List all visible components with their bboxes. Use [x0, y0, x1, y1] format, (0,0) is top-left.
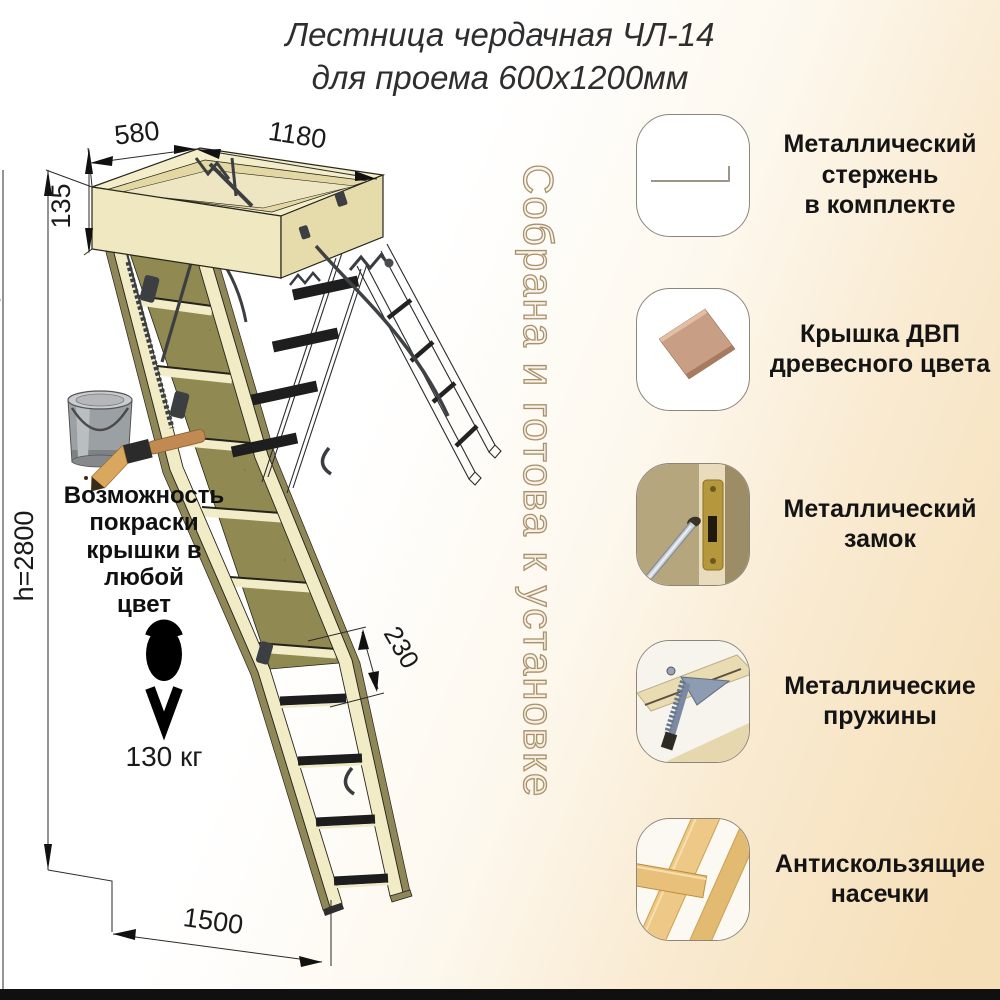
feature-row-lock: Металлический замок [636, 461, 998, 587]
spring-on-lid [125, 261, 175, 429]
page-title: Лестница чердачная ЧЛ-14 для проема 600х… [0, 14, 1000, 100]
feature-label: Антискользящие насечки [774, 849, 986, 909]
feature-row-rod: Металлический стержень в комплекте [636, 112, 998, 238]
technical-drawing: 130 кг 580 1180 135 h=2800 230 1500 [0, 115, 502, 990]
dimension-arrows [44, 145, 379, 967]
paint-note: Возможность покраски крышки в любой цвет [63, 482, 225, 619]
hatch-box [91, 147, 386, 279]
anti-slip-notches-photo [636, 817, 750, 941]
feature-label: Металлический стержень в комплекте [783, 130, 977, 220]
title-line-2: для проема 600х1200мм [311, 58, 689, 96]
ghost-folding-sections [230, 243, 502, 796]
dim-floor-distance: 1500 [181, 902, 245, 940]
feature-row-springs: Металлические пружины [636, 638, 998, 764]
hatch-cover-icon [636, 287, 750, 411]
arrow-down-icon [145, 686, 183, 741]
kettlebell-icon [145, 619, 183, 741]
paint-can-brush-icon [67, 390, 206, 492]
dim-depth: 580 [113, 115, 161, 150]
metal-springs-photo [636, 639, 750, 763]
dim-frame-height: 135 [46, 183, 76, 228]
feature-row-cover: Крышка ДВП древесного цвета [636, 286, 998, 412]
brush-icon [91, 429, 206, 492]
feature-label: Металлический замок [783, 494, 977, 554]
dim-total-height: h=2800 [9, 511, 39, 602]
feature-label: Металлические пружины [784, 671, 976, 731]
metal-rod-icon [636, 113, 750, 237]
floor-line [0, 989, 1000, 1000]
dim-step-distance: 230 [378, 621, 426, 674]
feature-row-notches: Антискользящие насечки [636, 816, 998, 942]
feature-label: Крышка ДВП древесного цвета [769, 319, 991, 379]
dim-width: 1180 [266, 116, 328, 155]
title-line-1: Лестница чердачная ЧЛ-14 [285, 16, 715, 53]
metal-lock-photo [636, 462, 750, 586]
load-label: 130 кг [126, 741, 203, 772]
